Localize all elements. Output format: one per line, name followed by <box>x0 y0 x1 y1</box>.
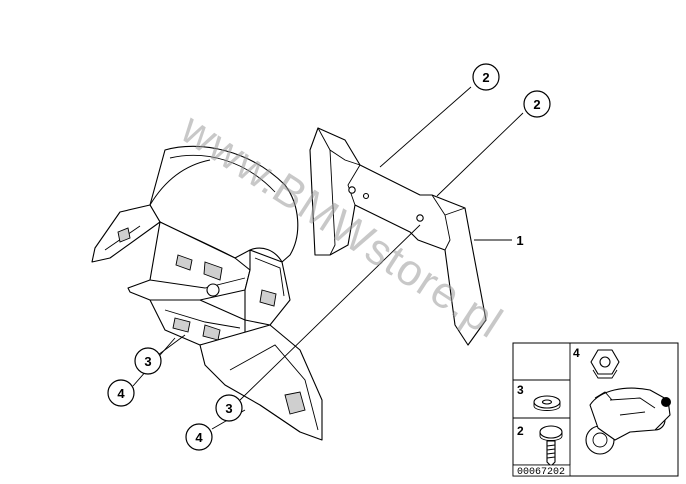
callout-nut-bottom[interactable]: 4 <box>185 423 213 451</box>
callout-label: 3 <box>144 354 151 369</box>
inset-washer-label: 3 <box>517 383 524 397</box>
inset-nut[interactable]: 4 <box>573 346 620 379</box>
license-plate-bracket <box>309 127 487 346</box>
bracket-hole-upper <box>348 186 356 194</box>
inset-bolt-label: 2 <box>517 424 524 438</box>
bolt-icon <box>539 425 563 439</box>
callout-label: 4 <box>117 386 125 401</box>
motorcycle-icon <box>585 387 671 455</box>
callout-bolt-upper-right[interactable]: 2 <box>523 90 551 118</box>
callout-bolt-upper-left[interactable]: 2 <box>472 63 500 91</box>
callout-washer-left[interactable]: 3 <box>134 347 162 375</box>
bracket-hole-mid <box>362 192 370 200</box>
callout-label: 2 <box>533 97 540 112</box>
callout-label: 2 <box>482 70 489 85</box>
callout-bracket-main[interactable]: 1 <box>516 233 523 248</box>
inset-bolt[interactable]: 2 <box>517 424 563 467</box>
inset-nut-label: 4 <box>573 346 580 360</box>
highlight-dot-icon <box>661 397 671 407</box>
callout-nut-left[interactable]: 4 <box>107 379 135 407</box>
hardware-inset: 4 3 2 <box>512 342 679 478</box>
rear-fender-assembly <box>91 145 323 441</box>
bracket-hole-right <box>416 214 424 222</box>
drawing-number: 00067202 <box>517 467 565 478</box>
callout-label: 1 <box>516 233 523 248</box>
callout-label: 3 <box>225 401 232 416</box>
inset-washer[interactable]: 3 <box>517 383 561 411</box>
callout-washer-bottom[interactable]: 3 <box>215 394 243 422</box>
callout-label: 4 <box>195 430 203 445</box>
